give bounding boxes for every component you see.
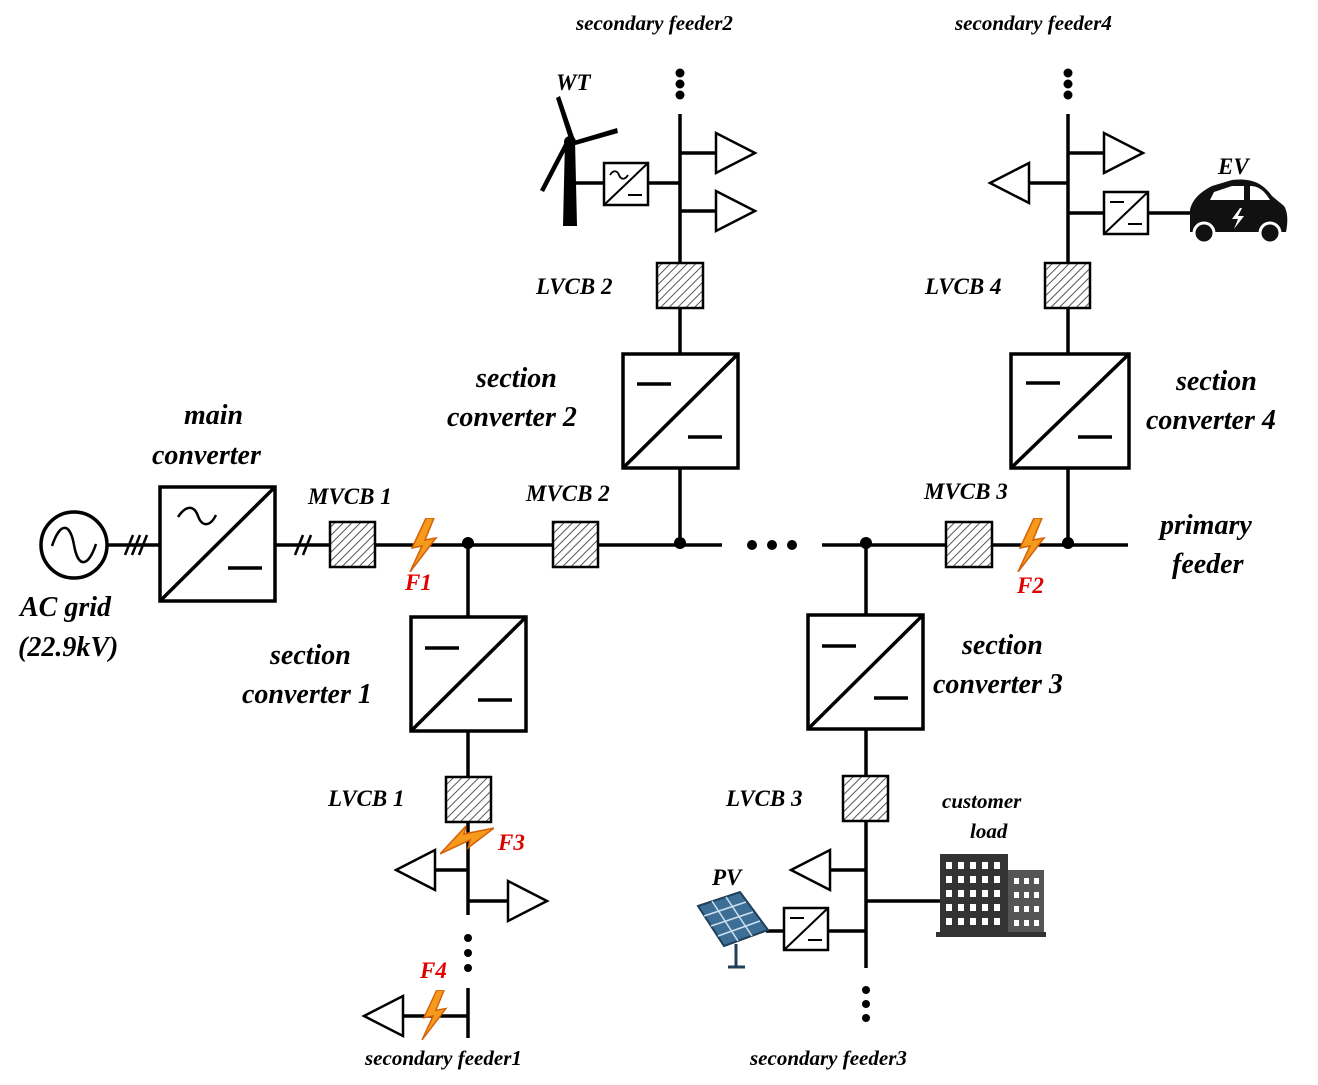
fault-f4-label: F4 xyxy=(419,958,447,983)
sf4-load-b xyxy=(987,160,1031,206)
mvcb1-breaker xyxy=(328,520,377,569)
lvcb3-breaker xyxy=(841,774,890,823)
three-phase-marker-right xyxy=(293,534,313,556)
primary-feeder-label-2: feeder xyxy=(1172,549,1245,580)
lvcb2-breaker xyxy=(655,261,705,310)
ac-grid-label: AC grid xyxy=(18,592,112,623)
main-converter xyxy=(158,485,277,603)
main-converter-label: main xyxy=(184,400,243,431)
sf4-ellipsis xyxy=(1063,68,1073,100)
customer-load-label-2: load xyxy=(970,819,1008,843)
ev-label: EV xyxy=(1217,154,1250,179)
fault-f1-label: F1 xyxy=(404,570,432,595)
secondary-feeder2-label: secondary feeder2 xyxy=(575,11,733,35)
electric-vehicle-icon xyxy=(1190,179,1288,245)
wt-ac-dc-converter xyxy=(602,161,650,207)
ev-dc-dc-converter xyxy=(1102,190,1150,236)
section-converter-3-label-2: converter 3 xyxy=(933,669,1063,700)
sf1-ellipsis xyxy=(464,934,472,972)
sf1-load-b xyxy=(506,878,550,924)
section-converter-4-label-2: converter 4 xyxy=(1146,405,1276,436)
section-converter-2-label: section xyxy=(475,363,557,394)
mvcb2-breaker xyxy=(551,520,600,569)
customer-load-label: customer xyxy=(942,789,1022,813)
three-phase-marker-left xyxy=(123,534,149,556)
section-converter-4-label: section xyxy=(1175,366,1257,397)
lvcb2-label: LVCB 2 xyxy=(535,274,612,299)
lvcb4-label: LVCB 4 xyxy=(924,274,1001,299)
sf2-load-b xyxy=(714,188,758,234)
ac-grid-voltage-label: (22.9kV) xyxy=(18,632,118,663)
section-converter-1-label-2: converter 1 xyxy=(242,679,372,710)
section-converter-2 xyxy=(621,352,740,470)
wt-label: WT xyxy=(556,70,591,95)
sf4-load-a xyxy=(1102,130,1146,176)
section-converter-4 xyxy=(1009,352,1131,470)
section-converter-3 xyxy=(806,613,925,731)
primary-feeder-ellipsis xyxy=(747,540,797,550)
secondary-feeder4-label: secondary feeder4 xyxy=(954,11,1112,35)
sf1-load-c xyxy=(361,993,405,1039)
sf3-ellipsis xyxy=(862,986,870,1022)
customer-building-icon xyxy=(936,854,1046,937)
mvcb3-breaker xyxy=(944,520,994,569)
secondary-feeder1-label: secondary feeder1 xyxy=(364,1046,522,1070)
mvcb2-label: MVCB 2 xyxy=(525,481,610,506)
section-converter-3-label: section xyxy=(961,630,1043,661)
pv-label: PV xyxy=(711,865,743,890)
lvcb1-breaker xyxy=(444,775,493,824)
sf1-load-a xyxy=(393,847,437,893)
pv-panel-icon xyxy=(696,890,770,969)
section-converter-1-label: section xyxy=(269,640,351,671)
sf3-load-a xyxy=(788,847,832,893)
lvcb1-label: LVCB 1 xyxy=(327,786,404,811)
primary-feeder-label: primary xyxy=(1158,510,1252,541)
lvcb3-label: LVCB 3 xyxy=(725,786,802,811)
fault-f2-label: F2 xyxy=(1016,573,1044,598)
lvcb4-breaker xyxy=(1043,261,1092,310)
sf2-ellipsis xyxy=(675,68,685,100)
section-converter-1 xyxy=(409,615,528,733)
fault-f3-label: F3 xyxy=(497,830,525,855)
secondary-feeder3-label: secondary feeder3 xyxy=(749,1046,907,1070)
sf2-load-a xyxy=(714,130,758,176)
pv-dc-dc-converter xyxy=(782,906,830,952)
ac-grid-source xyxy=(39,510,109,580)
main-converter-label-2: converter xyxy=(152,440,262,471)
wind-turbine-icon xyxy=(540,96,618,226)
section-converter-2-label-2: converter 2 xyxy=(447,402,577,433)
mvcb3-label: MVCB 3 xyxy=(923,479,1008,504)
mvcb1-label: MVCB 1 xyxy=(307,484,392,509)
